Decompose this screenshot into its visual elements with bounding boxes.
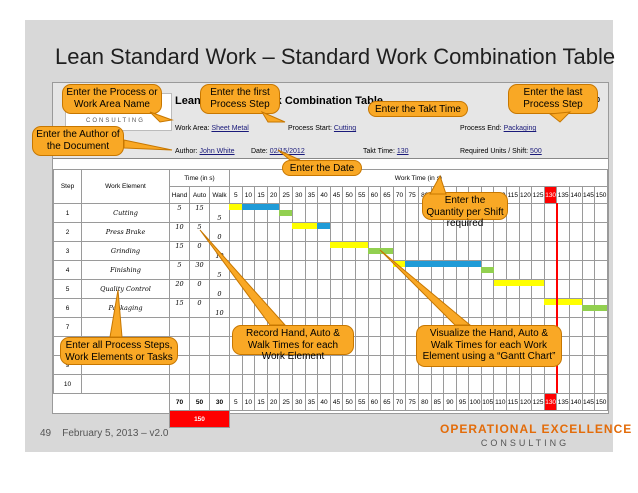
author-field[interactable]: Author: John White <box>175 148 235 155</box>
walk-time[interactable]: 0 <box>209 222 230 242</box>
table-row: 3Grinding15010 <box>53 241 608 261</box>
footer-date-version: February 5, 2013 – v2.0 <box>62 428 169 439</box>
units-field[interactable]: Required Units / Shift: 500 <box>460 148 542 155</box>
pointer-gantt <box>379 249 472 326</box>
gantt-bar-auto <box>317 223 330 229</box>
time-scale-tick: 40 <box>317 393 331 411</box>
pointer-author <box>123 139 173 151</box>
pointer-quantity <box>429 174 447 195</box>
logo-text: CONSULTING <box>86 118 145 124</box>
gantt-bar-auto <box>241 204 280 210</box>
callout-quantity: Enter the Quantity per Shift required <box>422 192 508 229</box>
pointer-first-step <box>260 110 286 123</box>
brand-line2: CONSULTING <box>480 438 570 448</box>
process-start-field[interactable]: Process Start: Cutting <box>288 125 357 132</box>
process-end-field[interactable]: Process End: Packaging <box>460 125 537 132</box>
callout-author: Enter the Author of the Document <box>32 126 124 156</box>
gantt-bar-hand <box>229 204 242 210</box>
units-value[interactable]: 500 <box>530 148 542 155</box>
time-scale-tick: 150 <box>594 186 608 204</box>
time-scale-tick: 80 <box>417 393 432 411</box>
pointer-last-step <box>548 111 572 123</box>
gantt-bar-walk <box>367 248 393 254</box>
gantt-bar-hand <box>329 242 368 248</box>
work-area-value[interactable]: Sheet Metal <box>211 125 249 132</box>
grand-total: 150 <box>169 410 230 428</box>
gantt-bar-walk <box>581 305 607 311</box>
footer: 49 February 5, 2013 – v2.0 <box>40 428 168 439</box>
pointer-process <box>149 111 174 123</box>
gantt-bar-walk <box>279 210 292 216</box>
time-scale-tick: 95 <box>455 393 470 411</box>
author-value[interactable]: John White <box>199 148 235 155</box>
takt-time-line <box>555 203 558 393</box>
callout-process-name: Enter the Process or Work Area Name <box>62 84 162 114</box>
gantt-bar-walk <box>481 267 494 273</box>
process-end-value[interactable]: Packaging <box>503 125 537 132</box>
gantt-bar-auto <box>405 261 481 267</box>
brand-logo: OPERATIONAL EXCELLENCE CONSULTING <box>440 422 633 448</box>
takt-value[interactable]: 130 <box>396 148 409 155</box>
time-scale-tick: 85 <box>430 393 445 411</box>
callout-gantt: Visualize the Hand, Auto & Walk Times fo… <box>416 325 562 367</box>
column-header-walk: Walk <box>209 186 230 204</box>
callout-process-steps: Enter all Process Steps, Work Elements o… <box>60 337 178 365</box>
gantt-bar-hand <box>392 261 406 267</box>
page-number: 49 <box>40 428 52 439</box>
time-scale-tick: 45 <box>329 393 344 411</box>
takt-field[interactable]: Takt Time: 130 <box>363 148 409 155</box>
callout-first-step: Enter the first Process Step <box>200 84 280 114</box>
page-title: Lean Standard Work – Standard Work Combi… <box>55 44 616 69</box>
date-field[interactable]: Date: 02/15/2012 <box>251 148 305 155</box>
callout-record-times: Record Hand, Auto & Walk Times for each … <box>232 325 354 362</box>
time-scale-tick: 150 <box>594 393 608 411</box>
gantt-bar-hand <box>493 280 544 286</box>
pointer-times <box>199 229 287 326</box>
date-value[interactable]: 02/15/2012 <box>269 148 305 155</box>
callout-takt-time: Enter the Takt Time <box>368 101 468 117</box>
process-start-value[interactable]: Cutting <box>333 125 357 132</box>
pointer-date <box>277 149 301 161</box>
brand-line1: OPERATIONAL EXCELLENCE <box>440 422 633 436</box>
gantt-bar-hand <box>292 223 318 229</box>
pointer-steps <box>109 289 123 338</box>
callout-last-step: Enter the last Process Step <box>508 84 598 114</box>
total-walk: 30 <box>209 393 230 411</box>
callout-date: Enter the Date <box>282 160 362 176</box>
column-header-step: Step <box>53 169 82 204</box>
time-scale-tick: 130 <box>543 393 558 411</box>
grand-total-row: 150 <box>54 410 608 428</box>
gantt-bar-hand <box>544 299 582 305</box>
work-area-field[interactable]: Work Area: Sheet Metal <box>175 125 249 132</box>
